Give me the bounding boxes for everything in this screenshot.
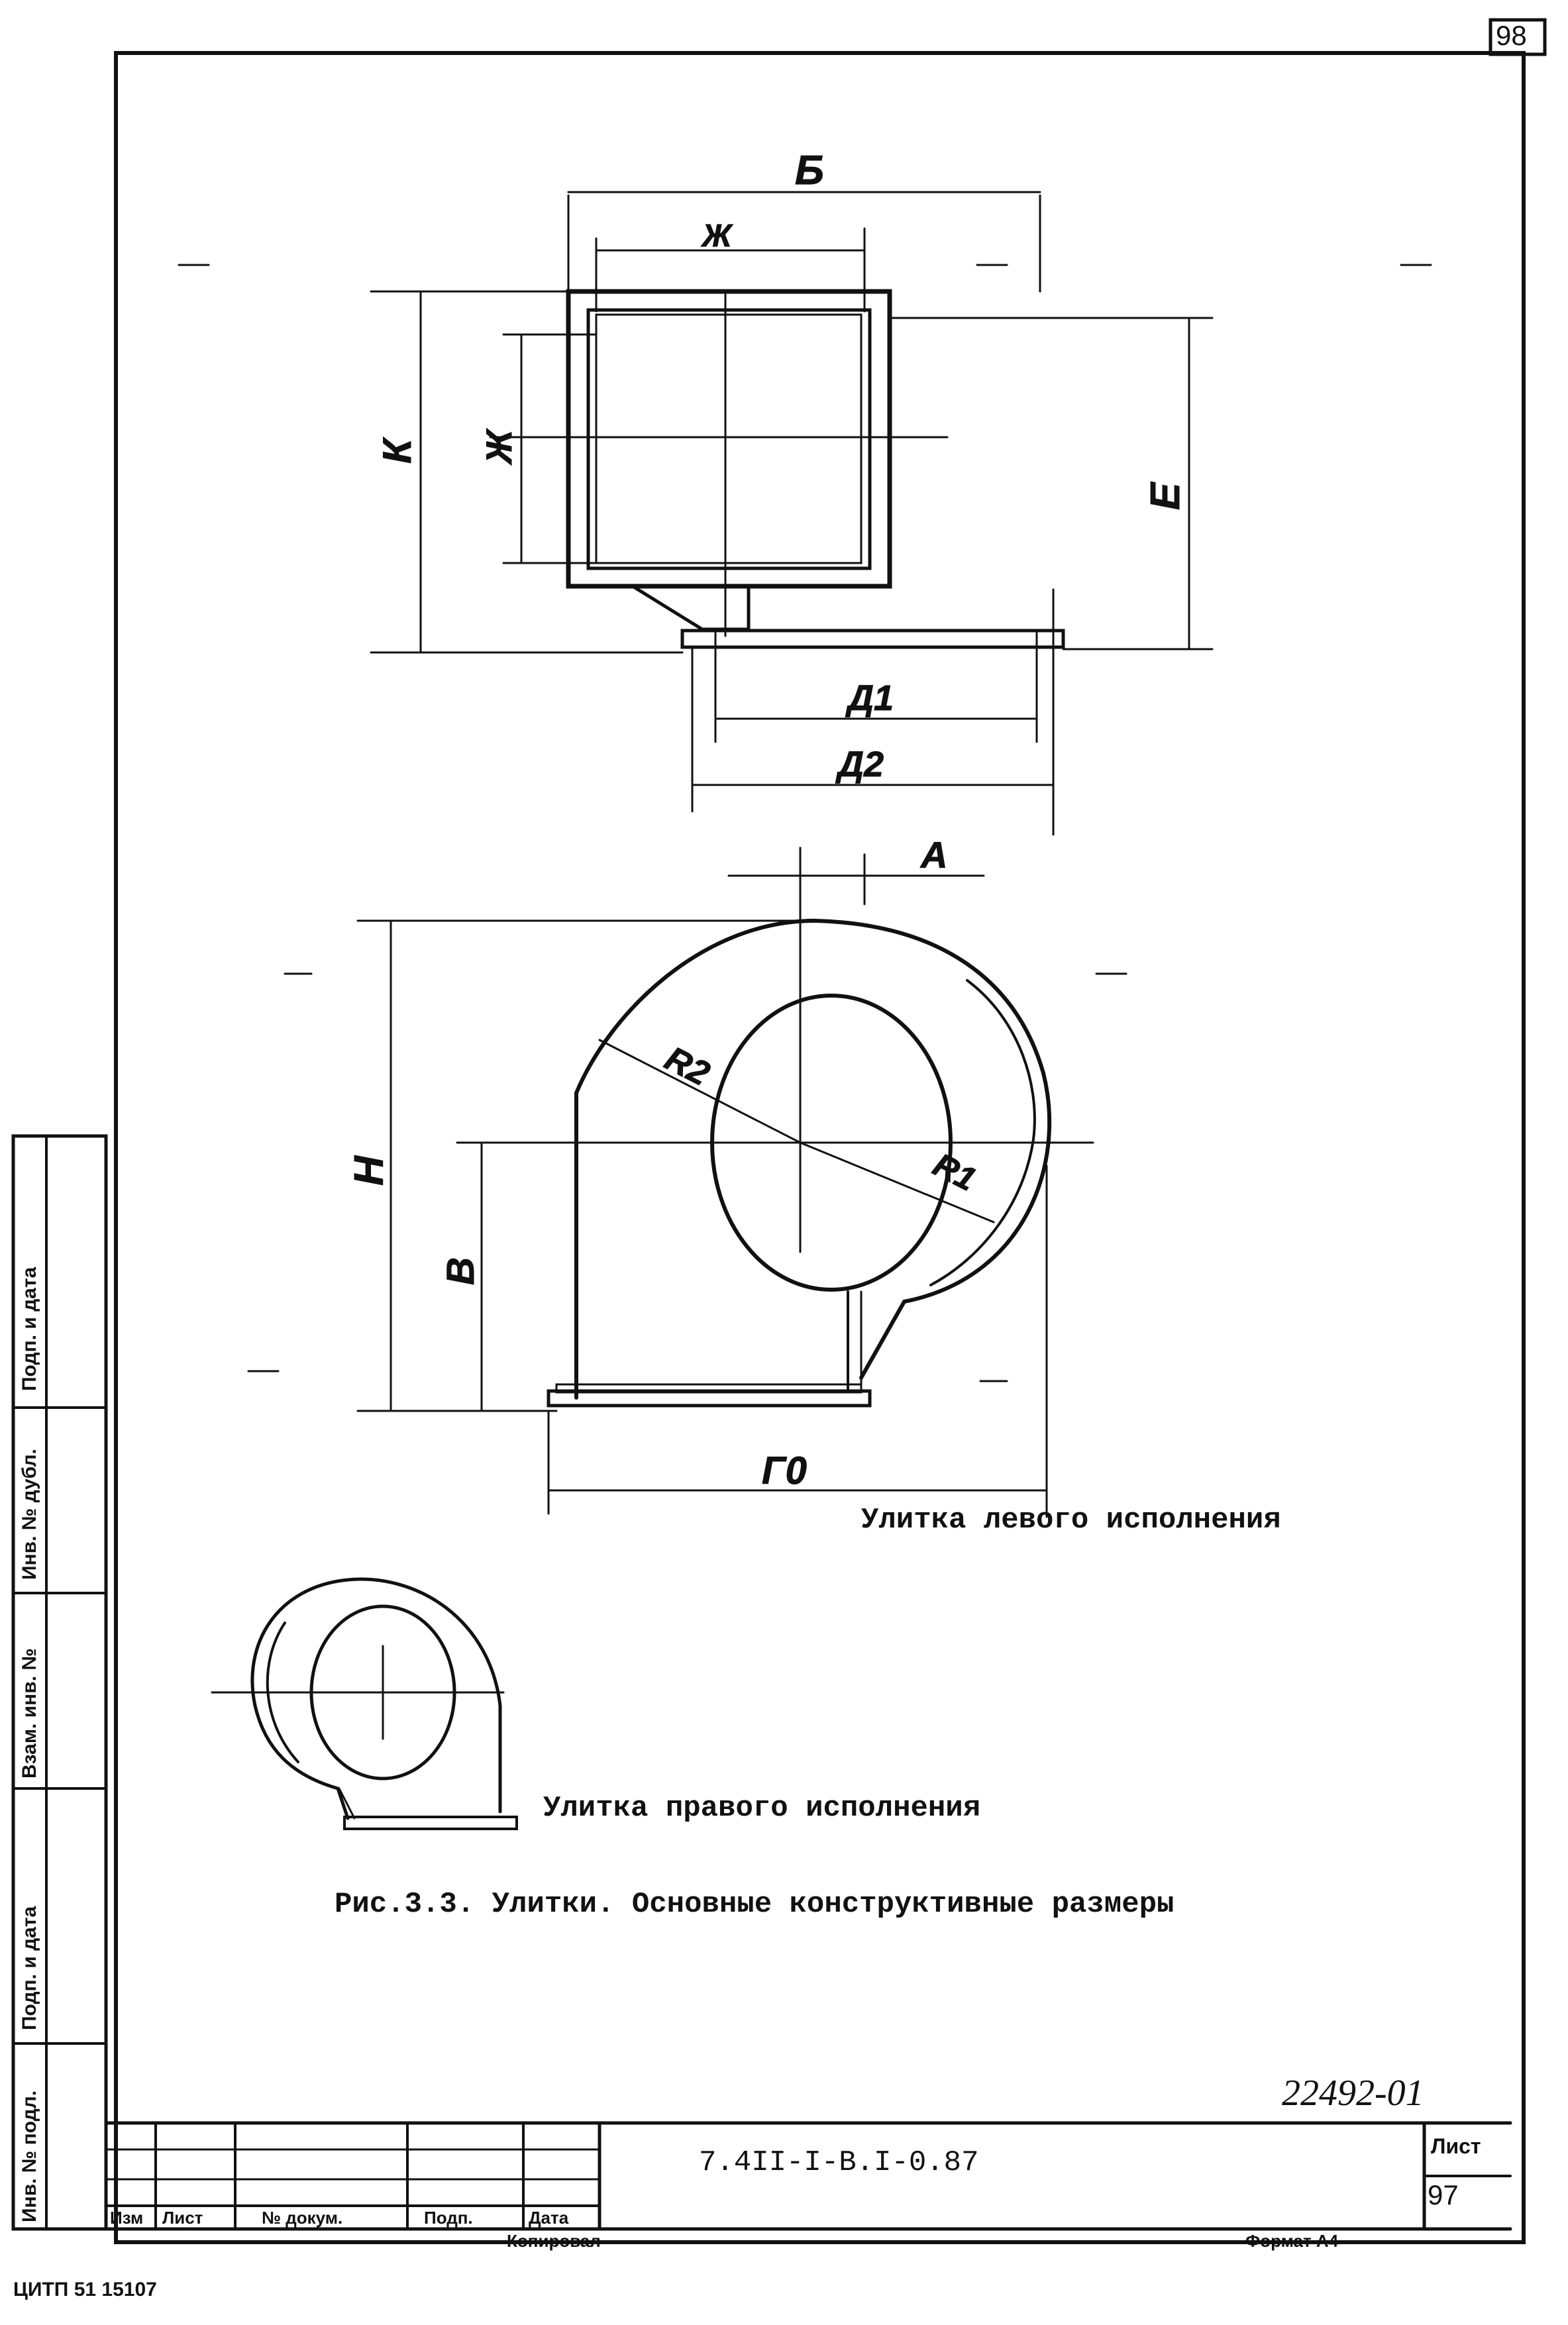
- caption-left-hand: Улитка левого исполнения: [861, 1504, 1281, 1537]
- scroll-top-view: [178, 191, 1432, 836]
- side-label-orig-inv: Инв. № подл.: [19, 2090, 40, 2222]
- dim-label-r2: R2: [659, 1039, 716, 1094]
- side-stamp: [11, 1134, 108, 2231]
- dim-label-d1: Д1: [845, 678, 894, 718]
- side-label-sign-date-1: Подп. и дата: [19, 1266, 40, 1391]
- side-label-sign-date-2: Подп. и дата: [19, 1906, 40, 2030]
- footer-copied: Копировал: [507, 2231, 601, 2251]
- dim-label-r1: R1: [927, 1146, 982, 1198]
- dim-label-v: В: [439, 1257, 482, 1285]
- dim-label-b-top: Б: [795, 148, 824, 193]
- stamp-col-izm: Изм: [110, 2208, 144, 2228]
- side-label-replace-inv: Взам. инв. №: [19, 1648, 40, 1779]
- stamp-col-list: Лист: [162, 2208, 203, 2228]
- page-number: 98: [1496, 20, 1527, 51]
- printer-mark: ЦИТП 51 15107: [13, 2279, 157, 2300]
- stamp-col-signature: Подп.: [424, 2208, 473, 2228]
- dim-label-e: Е: [1143, 482, 1188, 510]
- document-code: 7.4II-I-B.I-0.87: [699, 2146, 979, 2179]
- dim-label-zh-height: Ж: [478, 428, 519, 466]
- stamp-col-doc-number: № докум.: [262, 2208, 343, 2228]
- drawing-frame: [114, 51, 1526, 2244]
- scroll-left-view: [247, 847, 1127, 1518]
- caption-right-hand: Улитка правого исполнения: [543, 1792, 981, 1825]
- scroll-right-view: [211, 1577, 518, 1830]
- dim-label-h: Н: [346, 1155, 392, 1186]
- inventory-number: 22492-01: [1282, 2073, 1424, 2114]
- footer-format: Формат А4: [1245, 2231, 1339, 2251]
- dim-label-a: А: [919, 834, 947, 876]
- dim-label-k: К: [375, 437, 419, 464]
- title-block: [104, 2121, 1512, 2231]
- dim-label-zh-width: Ж: [700, 219, 733, 254]
- sheet-label: Лист: [1431, 2134, 1481, 2158]
- stamp-col-date: Дата: [529, 2208, 569, 2228]
- figure-caption: Рис.3.3. Улитки. Основные конструктивные…: [335, 1888, 1175, 1921]
- side-label-dup-inv: Инв. № дубл.: [19, 1449, 40, 1580]
- page-number-box: [1489, 18, 1547, 56]
- sheet-number: 97: [1428, 2179, 1459, 2210]
- dim-label-g0: Г0: [762, 1449, 807, 1492]
- dim-label-d2: Д2: [835, 745, 884, 784]
